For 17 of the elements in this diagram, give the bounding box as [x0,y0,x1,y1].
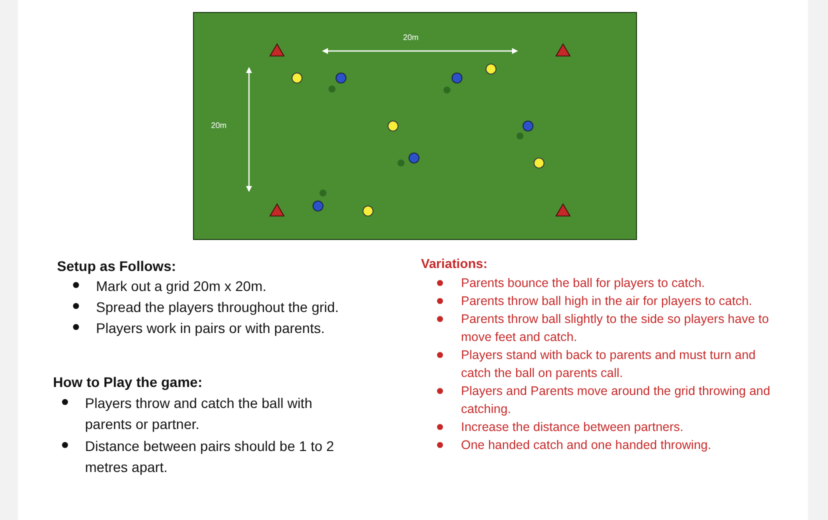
list-item-text: Players stand with back to parents and must turn and catch the ball on parents call. [461,347,757,382]
list-item-text: Parents bounce the ball for players to catch. [461,275,705,292]
list-item-text: Spread the players throughout the grid. [96,298,339,317]
list-item-text: Increase the distance between partners. [461,419,684,436]
list-item-text: One handed catch and one handed throwing. [461,437,712,454]
list-item-text: Players and Parents move around the grid throwing and catching. [461,383,772,418]
list-item-text: Players work in pairs or with parents. [96,319,325,338]
list-item-text: Distance between pairs should be 1 to 2 metres apart. [85,437,336,477]
section-heading: Setup as Follows: [57,258,176,274]
section-heading: How to Play the game: [53,374,202,390]
list-item-text: Parents throw ball slightly to the side so players have to move feet and catch. [461,311,770,346]
section-heading: Variations: [421,256,488,271]
list-item-text: Parents throw ball high in the air for players to catch. [461,293,752,310]
dimension-label: 20m [211,121,227,130]
list-item-text: Players throw and catch the ball with parents or partner. [85,394,314,434]
list-item-text: Mark out a grid 20m x 20m. [96,277,266,296]
dimension-label: 20m [403,33,419,42]
